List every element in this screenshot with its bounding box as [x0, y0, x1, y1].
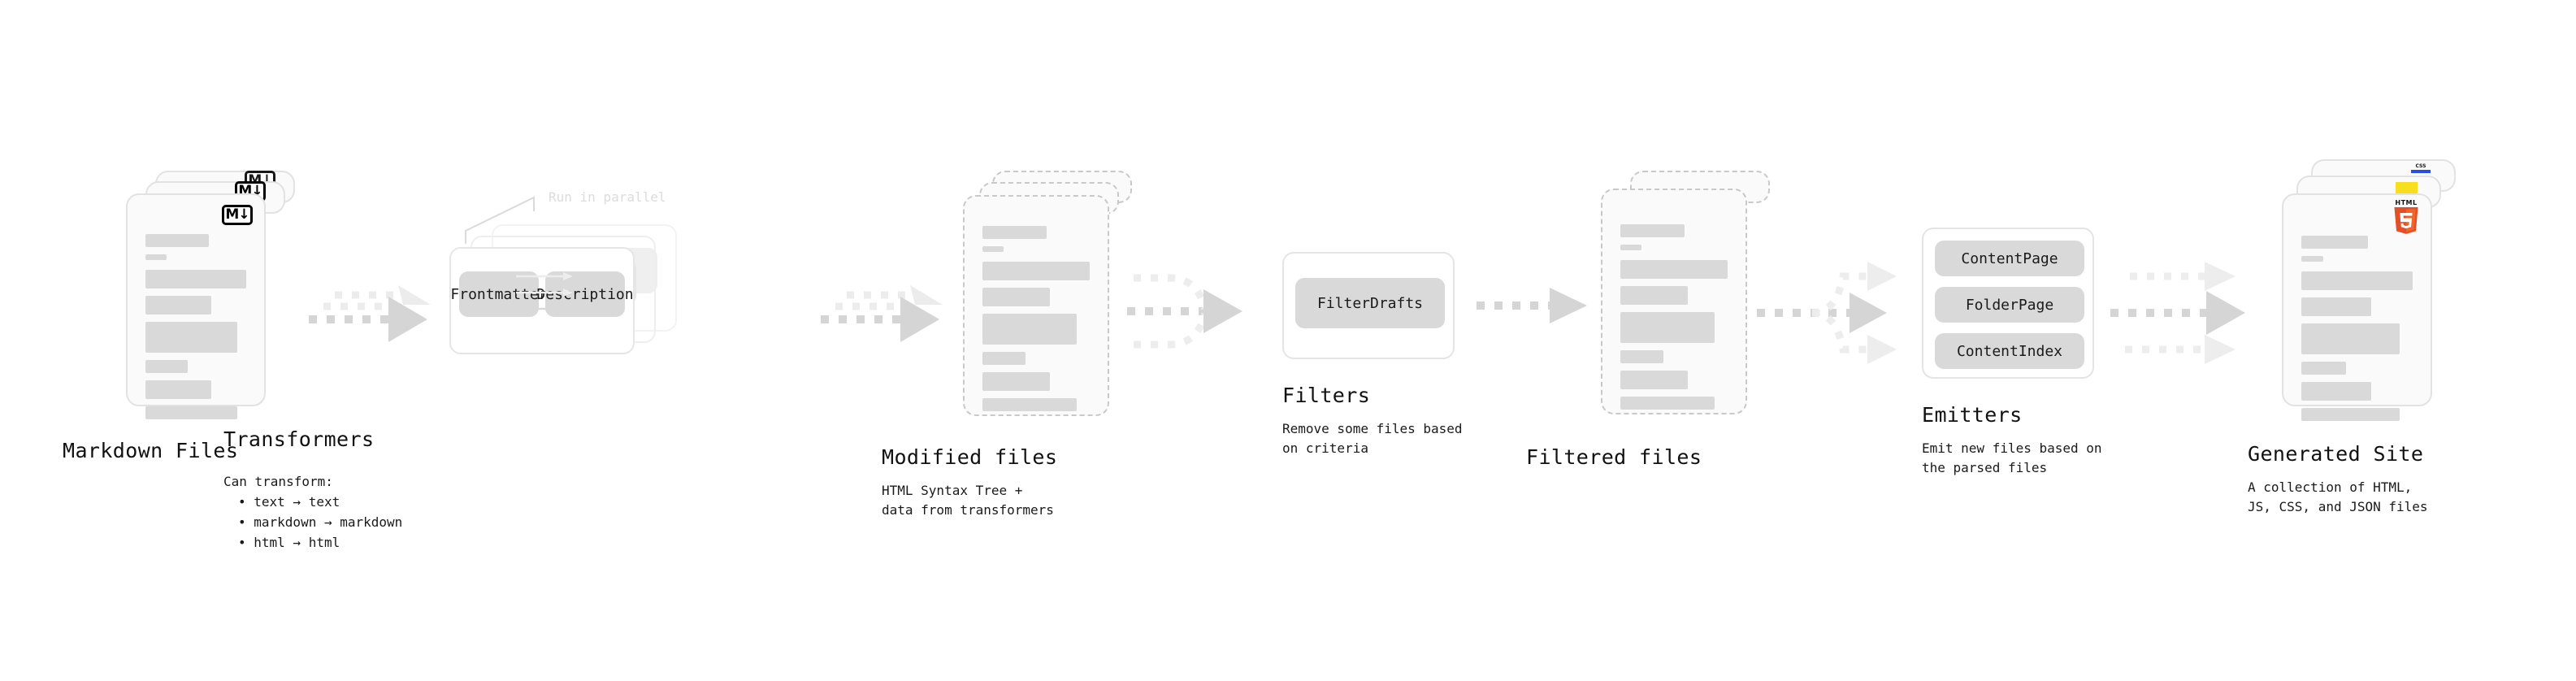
skeleton-bar	[145, 360, 189, 373]
stage-generated-site: CSS HTML	[2248, 159, 2469, 514]
css-badge: CSS	[2410, 164, 2431, 176]
filters-panel: FilterDrafts	[1282, 252, 1455, 359]
generated-site-subtitle: A collection of HTML, JS, CSS, and JSON …	[2248, 479, 2428, 514]
skeleton-bar	[145, 296, 211, 314]
html5-shield-icon	[2394, 207, 2418, 234]
skeleton-bar	[145, 270, 246, 288]
arrow-transformers-to-modified	[821, 285, 943, 342]
modified-skeleton-bars	[982, 226, 1090, 419]
arrow-modified-to-filters-merge	[1127, 274, 1242, 349]
emitter-box-contentindex-label: ContentIndex	[1956, 342, 2063, 360]
generated-file-card-html: HTML	[2282, 193, 2432, 421]
skeleton-bar	[1620, 245, 1642, 250]
emitter-box-contentindex[interactable]: ContentIndex	[1935, 333, 2084, 369]
skeleton-bar	[982, 314, 1078, 345]
skeleton-bar	[2301, 256, 2324, 262]
arrow-markdown-to-transformers	[309, 285, 431, 342]
stage-markdown-files: M↓ M↓ M↓ Markdown Files	[63, 171, 301, 462]
transformer-box-frontmatter-label: Frontmatter	[450, 285, 548, 303]
skeleton-bar	[2301, 236, 2369, 249]
markdown-file-stack: M↓ M↓ M↓	[126, 171, 301, 419]
markdown-badge-front: M↓	[222, 205, 253, 225]
stage-title-emitters: Emitters	[1922, 403, 2023, 427]
transformers-subtitle: Can transform:	[223, 474, 333, 489]
emitter-box-folderpage-label: FolderPage	[1965, 296, 2054, 314]
html5-badge: HTML	[2392, 200, 2421, 234]
skeleton-bar	[2301, 408, 2400, 421]
bullet-item: • markdown → markdown	[238, 514, 403, 530]
skeleton-bar	[1620, 260, 1728, 279]
stage-title-modified-files: Modified files	[882, 445, 1058, 469]
stage-title-markdown-files: Markdown Files	[63, 439, 239, 462]
skeleton-bar	[982, 226, 1047, 239]
filtered-file-card-front	[1601, 189, 1747, 414]
filter-box-filterdrafts[interactable]: FilterDrafts	[1295, 278, 1445, 328]
arrow-filters-to-filtered	[1477, 288, 1587, 323]
skeleton-bar	[145, 322, 237, 353]
markdown-file-card-front: M↓	[126, 193, 266, 419]
skeleton-bar	[982, 352, 1026, 365]
stage-title-filters: Filters	[1282, 384, 1371, 407]
skeleton-bar	[982, 372, 1051, 391]
filters-subtitle: Remove some files based on criteria	[1282, 421, 1463, 456]
generated-skeleton-bars	[2301, 236, 2413, 428]
transformer-panel-front: Frontmatter Description	[449, 247, 635, 354]
js-badge	[2396, 182, 2418, 196]
generated-site-stack: CSS HTML	[2282, 159, 2469, 421]
css-badge-bar	[2411, 170, 2431, 173]
emitter-box-folderpage[interactable]: FolderPage	[1935, 287, 2084, 323]
skeleton-bar	[2301, 297, 2372, 316]
skeleton-bar	[145, 380, 211, 399]
transformer-box-description[interactable]: Description	[536, 271, 634, 317]
arrow-filtered-to-emitters-split	[1757, 262, 1897, 364]
filtered-skeleton-bars	[1620, 224, 1728, 417]
skeleton-bar	[145, 254, 167, 260]
modified-files-subtitle: HTML Syntax Tree + data from transformer…	[882, 483, 1054, 518]
markdown-skeleton-bars	[145, 234, 246, 427]
modified-file-stack	[963, 171, 1138, 416]
skeleton-bar	[1620, 371, 1689, 389]
bullet-item: • html → html	[238, 534, 340, 550]
skeleton-bar	[145, 234, 210, 247]
arrow-emitters-to-site	[2110, 262, 2245, 364]
stage-modified-files: Modified files HTML Syntax Tree + data f…	[882, 171, 1138, 518]
run-in-parallel-bracket	[465, 196, 535, 244]
emitters-panel: ContentPage FolderPage ContentIndex	[1922, 228, 2094, 379]
skeleton-bar	[2301, 362, 2346, 375]
skeleton-bar	[1620, 286, 1689, 305]
skeleton-bar	[982, 288, 1051, 306]
html5-badge-label: HTML	[2395, 199, 2418, 206]
skeleton-bar	[145, 406, 237, 419]
emitter-box-contentpage[interactable]: ContentPage	[1935, 241, 2084, 276]
skeleton-bar	[2301, 323, 2400, 354]
transformer-box-description-label: Description	[536, 285, 634, 303]
skeleton-bar	[2301, 271, 2413, 290]
stage-title-filtered-files: Filtered files	[1526, 445, 1702, 469]
skeleton-bar	[1620, 312, 1715, 343]
emitters-subtitle: Emit new files based on the parsed files	[1922, 440, 2102, 475]
bullet-item: • text → text	[238, 494, 340, 510]
skeleton-bar	[1620, 224, 1685, 237]
transformers-bullet-list: • text → text • markdown → markdown • ht…	[238, 492, 402, 553]
skeleton-bar	[1620, 397, 1715, 410]
skeleton-bar	[982, 262, 1090, 280]
stage-title-transformers: Transformers	[223, 427, 375, 451]
modified-file-card-front	[963, 195, 1109, 416]
transformer-internal-arrows	[516, 272, 573, 313]
markdown-badge-label-front: M↓	[225, 206, 249, 223]
emitter-box-contentpage-label: ContentPage	[1961, 249, 2058, 267]
css-badge-label: CSS	[2415, 163, 2426, 169]
stage-filtered-files: Filtered files	[1526, 171, 1776, 469]
stage-title-generated-site: Generated Site	[2248, 442, 2424, 466]
filter-box-filterdrafts-label: FilterDrafts	[1316, 294, 1424, 312]
filtered-file-stack	[1601, 171, 1776, 414]
skeleton-bar	[2301, 382, 2372, 401]
skeleton-bar	[1620, 350, 1663, 363]
run-in-parallel-label: Run in parallel	[549, 189, 666, 205]
skeleton-bar	[982, 398, 1078, 411]
skeleton-bar	[982, 246, 1004, 252]
